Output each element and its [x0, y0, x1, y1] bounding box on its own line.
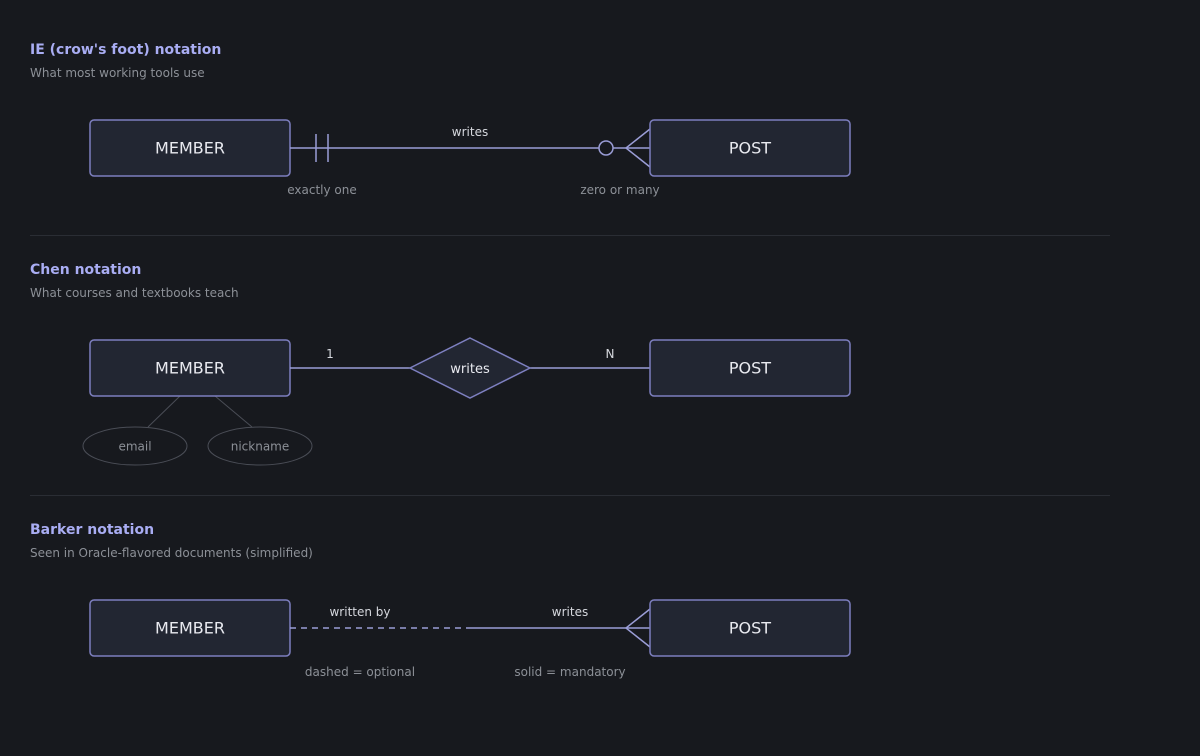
- barker-notation-subtitle: Seen in Oracle-flavored documents (simpl…: [30, 546, 313, 560]
- ie-notation-title: IE (crow's foot) notation: [30, 42, 222, 58]
- barker-diagram: MEMBER POST written by writes dashed = o…: [89, 599, 851, 679]
- barker-post-entity[interactable]: POST: [649, 599, 851, 657]
- barker-crows-foot-marker: [625, 608, 651, 648]
- chen-post-entity[interactable]: POST: [649, 339, 851, 397]
- chen-notation-title: Chen notation: [30, 262, 142, 278]
- ie-member-entity[interactable]: MEMBER: [89, 119, 291, 177]
- zero-optionality-circle: [598, 140, 614, 156]
- dashed-optional-label: dashed = optional: [305, 665, 415, 679]
- zero-or-many-label: zero or many: [580, 183, 659, 197]
- nickname-attribute: nickname: [207, 426, 313, 466]
- section-divider: [30, 495, 1110, 496]
- section-divider: [30, 235, 1110, 236]
- exactly-one-label: exactly one: [287, 183, 357, 197]
- chen-relationship-label: writes: [450, 362, 490, 377]
- exactly-one-marker: [315, 134, 329, 162]
- email-attribute-label: email: [118, 440, 151, 454]
- ie-notation-subtitle: What most working tools use: [30, 66, 205, 80]
- barker-notation-title: Barker notation: [30, 522, 155, 538]
- chen-member-entity[interactable]: MEMBER: [89, 339, 291, 397]
- ie-post-entity[interactable]: POST: [649, 119, 851, 177]
- ie-relationship-label: writes: [452, 125, 488, 139]
- email-attribute-connector: [147, 395, 181, 428]
- nickname-attribute-connector: [214, 395, 253, 428]
- ie-diagram: MEMBER POST writes exactly one zero or m…: [89, 119, 851, 197]
- cardinality-many-label: N: [606, 347, 615, 361]
- cardinality-one-label: 1: [326, 347, 334, 361]
- ie-post-label: POST: [729, 139, 771, 158]
- chen-member-label: MEMBER: [155, 359, 225, 378]
- barker-member-label: MEMBER: [155, 619, 225, 638]
- written-by-label: written by: [329, 605, 390, 619]
- nickname-attribute-label: nickname: [231, 440, 290, 454]
- solid-mandatory-label: solid = mandatory: [514, 665, 625, 679]
- writes-label: writes: [552, 605, 588, 619]
- ie-member-label: MEMBER: [155, 139, 225, 158]
- chen-relationship-diamond[interactable]: writes: [408, 337, 532, 399]
- chen-post-label: POST: [729, 359, 771, 378]
- chen-notation-subtitle: What courses and textbooks teach: [30, 286, 239, 300]
- chen-diagram: MEMBER writes POST 1 N email nickname: [82, 337, 851, 466]
- barker-post-label: POST: [729, 619, 771, 638]
- email-attribute: email: [82, 426, 188, 466]
- crows-foot-marker: [625, 128, 651, 168]
- barker-member-entity[interactable]: MEMBER: [89, 599, 291, 657]
